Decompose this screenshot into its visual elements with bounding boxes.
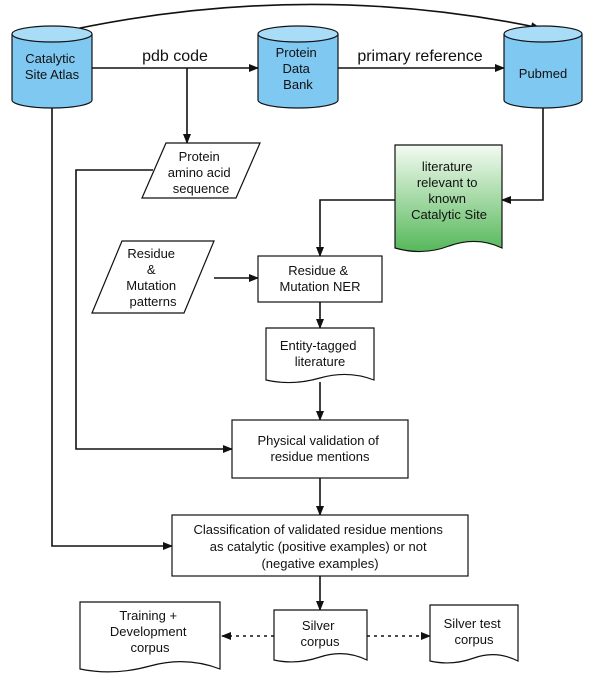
- literature-line-4: Catalytic Site: [411, 207, 487, 222]
- document-training-development-corpus: Training + Development corpus: [79, 601, 221, 673]
- patterns-line-1: Residue: [127, 246, 175, 261]
- document-silver-test-corpus: Silver test corpus: [429, 604, 519, 664]
- pdb-line-3: Bank: [283, 77, 313, 92]
- training-line-3: corpus: [130, 640, 170, 655]
- arrow-csa-to-classification: [51, 108, 173, 550]
- box-residue-mutation-ner: Residue & Mutation NER: [257, 255, 383, 303]
- parallelogram-protein-sequence: Protein amino acid sequence: [141, 142, 261, 199]
- classification-line-1: Classification of validated residue ment…: [194, 522, 444, 537]
- pubmed-label: Pubmed: [519, 66, 567, 81]
- edge-label-pdb-code: pdb code: [142, 48, 208, 65]
- svg-text:Protein Data Bank: Protein Data Bank: [276, 45, 321, 92]
- cylinder-catalytic-site-atlas: Catalytic Site Atlas: [11, 25, 93, 109]
- silvertest-line-1: Silver test: [444, 616, 501, 631]
- tagged-line-1: Entity-tagged: [280, 338, 357, 353]
- edge-label-primary-reference: primary reference: [357, 48, 482, 65]
- training-line-1: Training +: [119, 608, 177, 623]
- document-relevant-literature: literature relevant to known Catalytic S…: [394, 144, 503, 253]
- svg-text:Protein amino acid: Protein amino acid sequence: [168, 149, 235, 196]
- silver-line-2: corpus: [300, 634, 340, 649]
- svg-text:Catalytic Site Atlas: Catalytic Site Atlas: [25, 51, 80, 82]
- literature-line-1: literature: [422, 159, 473, 174]
- pdb-line-1: Protein: [276, 45, 317, 60]
- patterns-line-3: Mutation: [126, 278, 176, 293]
- sequence-line-1: Protein: [179, 149, 220, 164]
- classification-line-3: (negative examples): [261, 556, 378, 571]
- svg-text:Classification of validated re: Classification of validated residue ment…: [194, 522, 447, 571]
- sequence-line-2: amino acid: [168, 165, 231, 180]
- svg-text:Silver corpus: Silver corpus: [300, 618, 340, 649]
- svg-text:Residue & Mutation: Residue & Mutation patterns: [126, 246, 180, 309]
- parallelogram-residue-mutation-patterns: Residue & Mutation patterns: [91, 240, 215, 314]
- arrow-sequence-to-validation: [75, 169, 233, 453]
- arc-arrow-csa-to-pubmed: [51, 3, 541, 35]
- svg-text:literature relevant to: literature relevant to known Catalytic S…: [411, 159, 487, 222]
- literature-line-2: relevant to: [417, 175, 478, 190]
- document-entity-tagged-literature: Entity-tagged literature: [265, 327, 375, 384]
- cylinder-pubmed: Pubmed: [503, 25, 583, 109]
- literature-line-3: known: [428, 191, 466, 206]
- box-classification: Classification of validated residue ment…: [171, 514, 469, 577]
- svg-text:Physical validation of r: Physical validation of residue mentions: [257, 433, 382, 464]
- classification-line-2: as catalytic (positive examples) or not: [210, 539, 427, 554]
- ner-line-2: Mutation NER: [280, 279, 361, 294]
- csa-line-2: Site Atlas: [25, 67, 80, 82]
- pdb-line-2: Data: [282, 61, 310, 76]
- svg-text:Residue & Mutation NER: Residue & Mutation NER: [280, 263, 361, 294]
- svg-text:Entity-tagged literature: Entity-tagged literature: [280, 338, 360, 369]
- patterns-line-4: patterns: [130, 294, 177, 309]
- svg-text:Silver test corpus: Silver test corpus: [444, 616, 505, 647]
- csa-line-1: Catalytic: [25, 51, 75, 66]
- svg-text:Training + Development: Training + Development corpus: [110, 608, 190, 655]
- silvertest-line-2: corpus: [454, 632, 494, 647]
- arrow-literature-to-ner: [316, 199, 395, 257]
- box-physical-validation: Physical validation of residue mentions: [231, 419, 409, 479]
- patterns-line-2: &: [147, 262, 156, 277]
- cylinder-protein-data-bank: Protein Data Bank: [257, 25, 339, 109]
- silver-line-1: Silver: [302, 618, 335, 633]
- training-line-2: Development: [110, 624, 187, 639]
- tagged-line-2: literature: [295, 354, 346, 369]
- arrow-pubmed-to-literature: [501, 108, 544, 204]
- validation-line-2: residue mentions: [271, 449, 370, 464]
- validation-line-1: Physical validation of: [257, 433, 379, 448]
- document-silver-corpus: Silver corpus: [273, 609, 368, 663]
- ner-line-1: Residue &: [288, 263, 348, 278]
- connectors: [51, 3, 544, 640]
- sequence-line-3: sequence: [173, 181, 229, 196]
